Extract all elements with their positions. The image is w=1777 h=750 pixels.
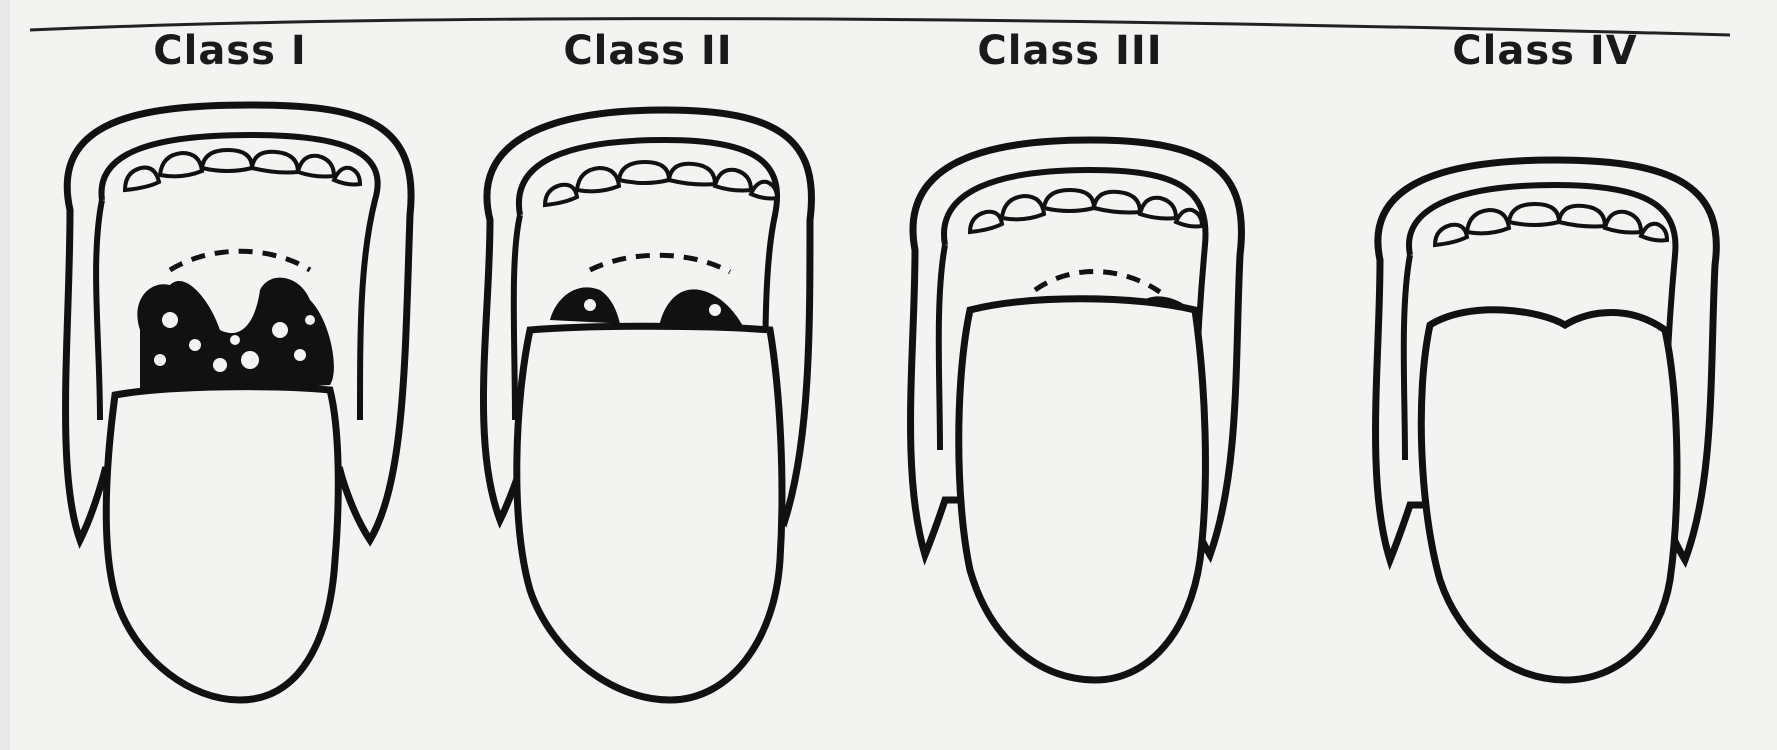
- class-1-teeth: [125, 150, 360, 190]
- class-1-tongue: [106, 387, 338, 700]
- class-3-teeth: [970, 190, 1202, 232]
- class-2-mouth: [483, 110, 811, 700]
- class-4-label: Class IV: [1385, 28, 1705, 74]
- class-3-mouth: [911, 140, 1242, 680]
- mallampati-diagram: Class I Class II Class III Class IV: [10, 0, 1777, 750]
- class-3-label: Class III: [910, 28, 1230, 74]
- class-2-label: Class II: [488, 28, 808, 74]
- class-3-soft-palate-dashed: [1035, 271, 1160, 292]
- class-4-tongue: [1421, 310, 1677, 680]
- class-4-mouth: [1376, 160, 1717, 680]
- class-1-label: Class I: [70, 28, 390, 74]
- class-1-mouth: [66, 105, 412, 700]
- class-2-soft-palate-dashed: [590, 255, 730, 272]
- class-4-teeth: [1435, 204, 1667, 245]
- class-2-tongue: [517, 326, 782, 700]
- class-2-teeth: [545, 162, 777, 205]
- class-3-tongue: [959, 299, 1206, 680]
- class-1-soft-palate-dashed: [170, 251, 310, 270]
- diagram-canvas: [10, 0, 1777, 750]
